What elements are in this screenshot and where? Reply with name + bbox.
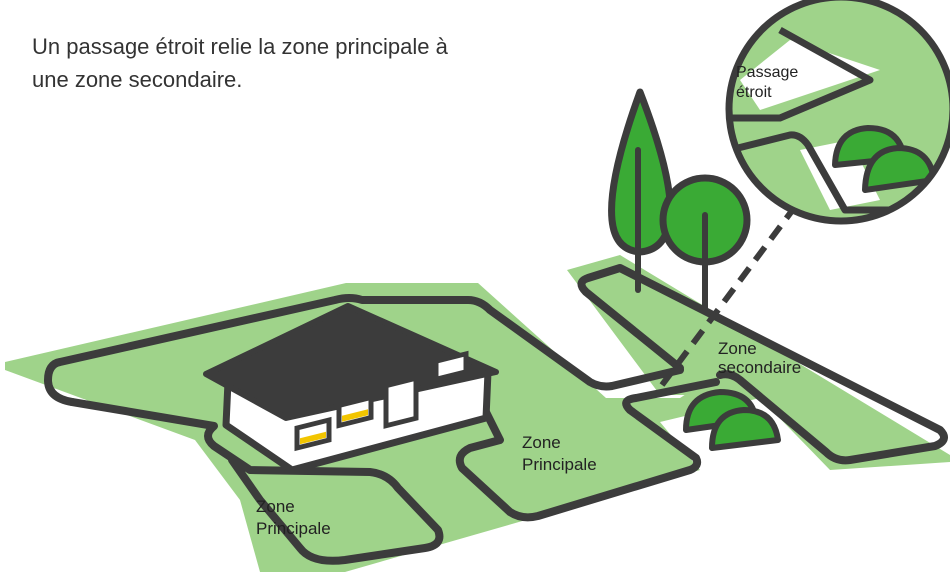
bush-group-lower — [683, 389, 781, 451]
label-passage-etroit: Passage étroit — [736, 64, 803, 101]
bush-2 — [709, 407, 781, 451]
window-light-2 — [342, 409, 368, 422]
tree-tall — [608, 88, 674, 293]
door — [383, 375, 419, 429]
boundary-wire-secondary — [577, 264, 948, 465]
house — [203, 303, 499, 474]
label-zone-secondaire: Zone secondaire — [718, 339, 801, 377]
magnifier-connector — [659, 198, 803, 387]
label-zone-principale-center: Zone Principale — [522, 433, 597, 474]
label-zone-principale-left: Zone Principale — [256, 497, 331, 538]
magnifier-bush-2 — [862, 145, 937, 193]
boundary-wire-center — [455, 378, 720, 522]
tree-round — [659, 174, 751, 313]
caption-text: Un passage étroit relie la zone principa… — [32, 34, 448, 92]
lawn-secondary — [567, 255, 950, 470]
window-light-1 — [300, 431, 326, 445]
boundary-wire-left-lower — [68, 398, 444, 565]
house-roof — [203, 303, 499, 421]
boundary-wire-main — [44, 294, 684, 406]
window-3 — [433, 350, 469, 383]
magnifier — [725, 0, 950, 225]
